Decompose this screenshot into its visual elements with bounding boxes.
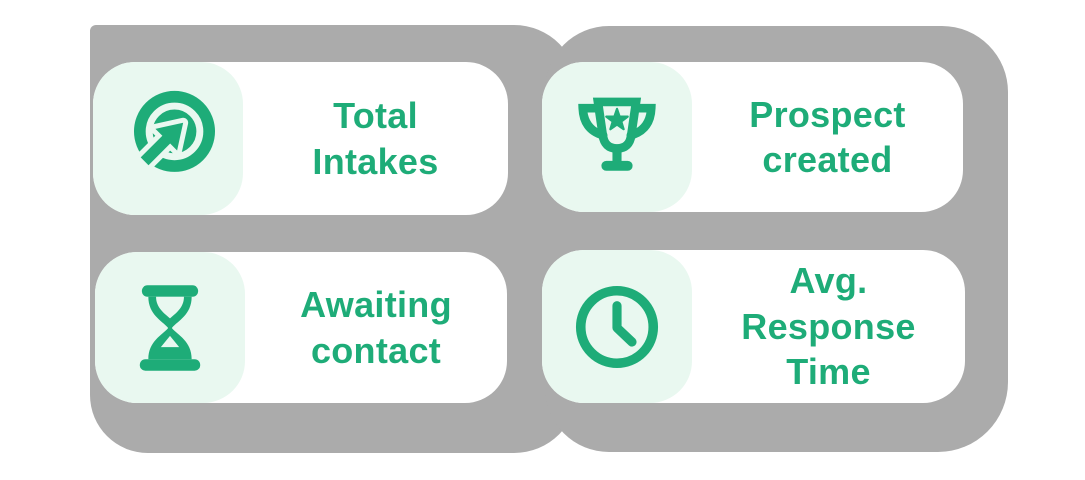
stat-label-wrap: Prospect created: [692, 62, 963, 212]
stat-card-total-intakes[interactable]: Total Intakes: [93, 62, 508, 215]
icon-box-prospect-created: [542, 62, 692, 212]
icon-box-awaiting-contact: [95, 252, 245, 403]
stat-card-label: Prospect created: [749, 93, 906, 180]
stat-card-prospect-created[interactable]: Prospect created: [542, 62, 963, 212]
icon-box-total-intakes: [93, 62, 243, 215]
trophy-icon: [578, 97, 656, 171]
stat-card-awaiting-contact[interactable]: Awaiting contact: [95, 252, 507, 403]
clock-icon: [575, 285, 659, 368]
stat-card-label: Total Intakes: [312, 95, 439, 182]
stat-card-avg-response-time[interactable]: Avg. Response Time: [542, 250, 965, 403]
stat-card-label: Awaiting contact: [300, 284, 452, 371]
icon-box-avg-response-time: [542, 250, 692, 403]
stat-label-wrap: Avg. Response Time: [692, 250, 965, 403]
stat-label-wrap: Total Intakes: [243, 62, 508, 215]
click-target-icon: [133, 90, 216, 172]
stat-label-wrap: Awaiting contact: [245, 252, 507, 403]
hourglass-icon: [139, 284, 201, 371]
stat-card-label: Avg. Response Time: [741, 260, 916, 393]
